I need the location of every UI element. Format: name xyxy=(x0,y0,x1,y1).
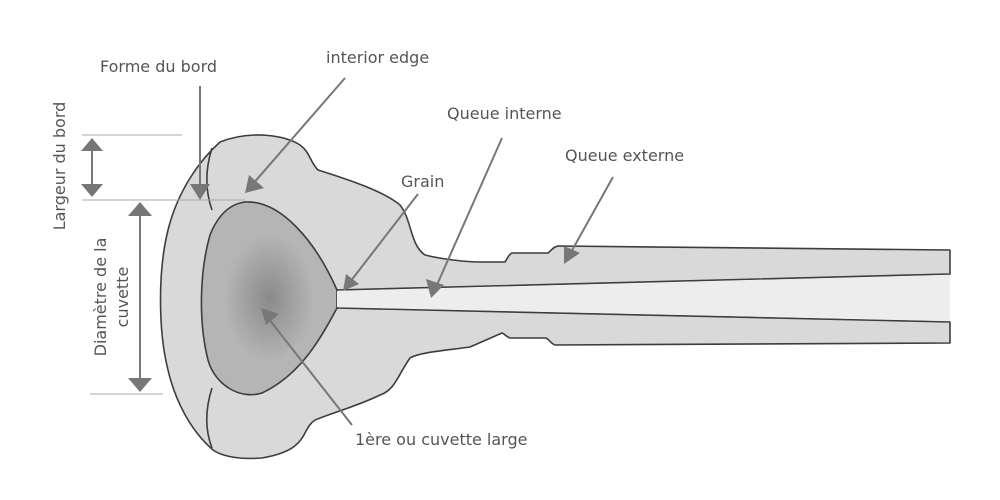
inner-edge-leader xyxy=(251,77,346,186)
cup-arrowhead xyxy=(261,308,279,325)
rim-contour-top xyxy=(206,147,213,211)
throat-arrowhead xyxy=(343,274,359,291)
cup-label: 1ère ou cuvette large xyxy=(355,430,527,449)
rim-shape-label: Forme du bord xyxy=(100,57,217,76)
cup-diameter-arrow-down xyxy=(128,378,152,392)
inner-edge-arrowhead xyxy=(245,175,264,193)
cup-leader xyxy=(267,317,353,426)
inner-shank-leader xyxy=(435,137,503,288)
throat-label: Grain xyxy=(401,172,444,191)
outer-shank-label: Queue externe xyxy=(565,146,684,165)
cup xyxy=(200,201,338,396)
rim-width-arrow-down xyxy=(81,184,103,197)
rim-contour-bottom xyxy=(205,387,213,449)
cup-diameter-arrow-up xyxy=(128,202,152,216)
outer-shank-arrowhead xyxy=(564,246,580,264)
inner-shank-label: Queue interne xyxy=(447,104,562,123)
inner-edge-label: interior edge xyxy=(326,48,429,67)
bore xyxy=(337,275,950,321)
mouthpiece-body xyxy=(159,134,951,460)
throat-leader xyxy=(349,193,419,283)
rim-width-arrow-up xyxy=(81,138,103,151)
cup-diameter-label-line1: Diamètre de la xyxy=(91,238,110,357)
inner-shank-arrowhead xyxy=(426,279,444,298)
cup-diameter-label-line2: cuvette xyxy=(113,267,132,328)
rim-width-label: Largeur du bord xyxy=(50,102,69,231)
rim-shape-arrowhead xyxy=(190,184,210,200)
outer-shank-leader xyxy=(569,176,614,255)
